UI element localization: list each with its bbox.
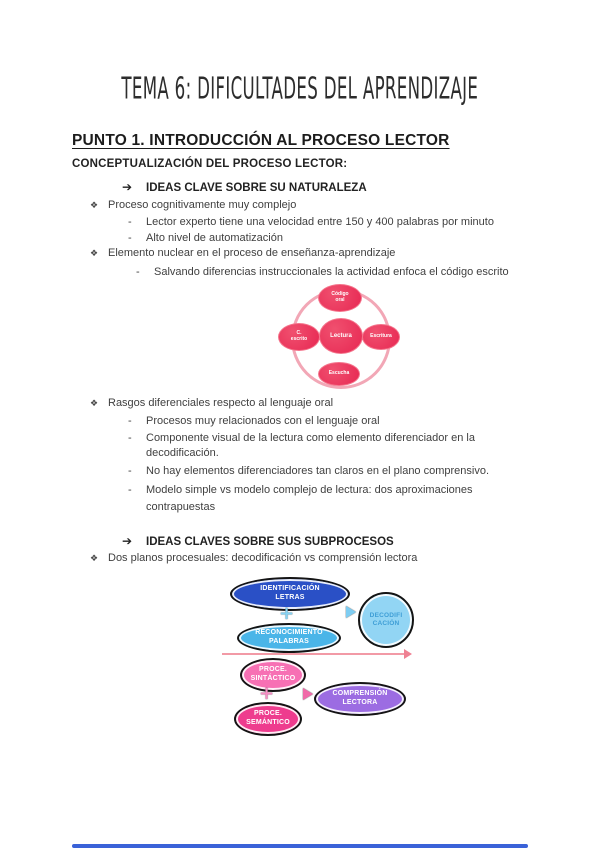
bullet-text: decodificación.: [146, 447, 219, 459]
node-label: CACIÓN: [372, 620, 400, 627]
node-label: LETRAS: [275, 594, 305, 601]
bullet-text: Lector experto tiene una velocidad entre…: [146, 216, 494, 228]
plus-icon: +: [279, 603, 295, 624]
key-ideas-nature-heading: ➔ IDEAS CLAVE SOBRE SU NATURALEZA: [122, 180, 367, 195]
bullet-text: Componente visual de la lectura como ele…: [146, 432, 475, 444]
bullet-text: Proceso cognitivamente muy complejo: [108, 199, 297, 211]
node-label: SEMÁNTICO: [246, 719, 290, 726]
sub-bullet-item: - Lector experto tiene una velocidad entr…: [128, 215, 494, 229]
subsection-heading: CONCEPTUALIZACIÓN DEL PROCESO LECTOR:: [72, 158, 348, 170]
bullet-text: Dos planos procesuales: decodificación v…: [108, 552, 418, 564]
heading-text: IDEAS CLAVES SOBRE SUS SUBPROCESOS: [146, 536, 394, 548]
node-label: LECTORA: [342, 699, 378, 706]
next-section-sliver: [72, 844, 528, 848]
sub-bullet-continuation: decodificación.: [146, 446, 219, 460]
reading-cycle-diagram: Código oral C. escrito Lectura Escritura…: [270, 280, 410, 395]
process-arrow-line: [222, 653, 404, 655]
diamond-bullet-icon: ❖: [90, 201, 99, 211]
node-reading-comprehension: COMPRENSIÓN LECTORA: [314, 682, 406, 716]
node-label: PROCE.: [258, 666, 288, 674]
bullet-text: No hay elementos diferenciadores tan cla…: [146, 465, 490, 477]
sub-bullet-item: - Alto nivel de automatización: [128, 231, 283, 245]
bullet-text: Elemento nuclear en el proceso de enseña…: [108, 247, 396, 259]
arrow-bullet-icon: ➔: [122, 180, 133, 194]
dash-bullet-icon: -: [128, 484, 132, 496]
node-label: C.: [296, 330, 302, 337]
node-label: Lectura: [330, 332, 352, 339]
cycle-node-right: Escritura: [362, 324, 400, 350]
sub-bullet-item: - Procesos muy relacionados con el lengua…: [128, 414, 380, 428]
bullet-text: Procesos muy relacionados con el lenguaj…: [146, 415, 380, 427]
diamond-bullet-icon: ❖: [90, 554, 99, 564]
sub-bullet-item: - Salvando diferencias instruccionales la…: [136, 265, 509, 279]
bullet-text: Salvando diferencias instruccionales la …: [154, 266, 509, 278]
bullet-item: ❖ Proceso cognitivamente muy complejo: [90, 198, 296, 213]
bullet-item: ❖ Rasgos diferenciales respecto al lengua…: [90, 396, 333, 411]
heading-text: IDEAS CLAVE SOBRE SU NATURALEZA: [146, 182, 367, 194]
cycle-node-center: Lectura: [319, 318, 363, 354]
node-label: COMPRENSIÓN: [332, 690, 388, 698]
node-label: Escucha: [328, 370, 350, 377]
dash-bullet-icon: -: [128, 432, 132, 444]
dash-bullet-icon: -: [128, 415, 132, 427]
key-ideas-subprocesses-heading: ➔ IDEAS CLAVES SOBRE SUS SUBPROCESOS: [122, 534, 394, 549]
node-label: oral: [335, 297, 345, 303]
arrow-bullet-icon: ➔: [122, 534, 133, 548]
sub-bullet-continuation: contrapuestas: [146, 500, 215, 514]
sub-bullet-item: - No hay elementos diferenciadores tan cl…: [128, 464, 489, 478]
node-label: Código: [331, 291, 349, 298]
node-label: RECONOCIMIENTO: [255, 629, 323, 637]
diamond-bullet-icon: ❖: [90, 399, 99, 409]
cycle-node-top: Código oral: [318, 284, 362, 312]
page-title: TEMA 6: DIFICULTADES DEL APRENDIZAJE: [0, 68, 600, 107]
cycle-node-left: C. escrito: [278, 323, 320, 351]
node-label: DECODIFI: [369, 611, 403, 619]
node-label: IDENTIFICACIÓN: [260, 585, 320, 593]
bullet-text: Rasgos diferenciales respecto al lenguaj…: [108, 397, 334, 409]
node-label: PALABRAS: [269, 638, 309, 645]
bullet-text: Alto nivel de automatización: [146, 232, 283, 244]
sub-bullet-item: - Componente visual de la lectura como el…: [128, 431, 475, 445]
diamond-bullet-icon: ❖: [90, 249, 99, 259]
dash-bullet-icon: -: [128, 465, 132, 477]
subprocesses-diagram: IDENTIFICACIÓN LETRAS + RECONOCIMIENTO P…: [220, 575, 415, 745]
node-semantic-processing: PROCE. SEMÁNTICO: [234, 702, 302, 736]
node-syntactic-processing: PROCE. SINTÁCTICO: [240, 658, 306, 692]
dash-bullet-icon: -: [128, 216, 132, 228]
cycle-node-bottom: Escucha: [318, 362, 360, 386]
process-arrow-head-icon: [404, 649, 412, 659]
section-heading: PUNTO 1. INTRODUCCIÓN AL PROCESO LECTOR: [72, 132, 450, 149]
dash-bullet-icon: -: [136, 266, 140, 278]
plus-icon: +: [259, 683, 275, 704]
bullet-text: contrapuestas: [146, 501, 216, 513]
bullet-text: Modelo simple vs modelo complejo de lect…: [146, 484, 473, 496]
dash-bullet-icon: -: [128, 232, 132, 244]
arrow-right-icon: [303, 688, 313, 700]
arrow-right-icon: [346, 606, 356, 618]
node-label: SINTÁCTICO: [250, 675, 296, 682]
page-title-text: TEMA 6: DIFICULTADES DEL APRENDIZAJE: [121, 71, 479, 107]
node-decoding: DECODIFI CACIÓN: [358, 592, 414, 648]
node-word-recognition: RECONOCIMIENTO PALABRAS: [237, 623, 341, 653]
node-label: PROCE.: [253, 710, 283, 718]
node-label: escrito: [290, 336, 308, 342]
node-letter-identification: IDENTIFICACIÓN LETRAS: [230, 577, 350, 611]
sub-bullet-item: - Modelo simple vs modelo complejo de lec…: [128, 483, 473, 497]
bullet-item: ❖ Dos planos procesuales: decodificación …: [90, 551, 417, 566]
bullet-item: ❖ Elemento nuclear en el proceso de enseñ…: [90, 246, 395, 261]
node-label: Escritura: [370, 333, 392, 340]
